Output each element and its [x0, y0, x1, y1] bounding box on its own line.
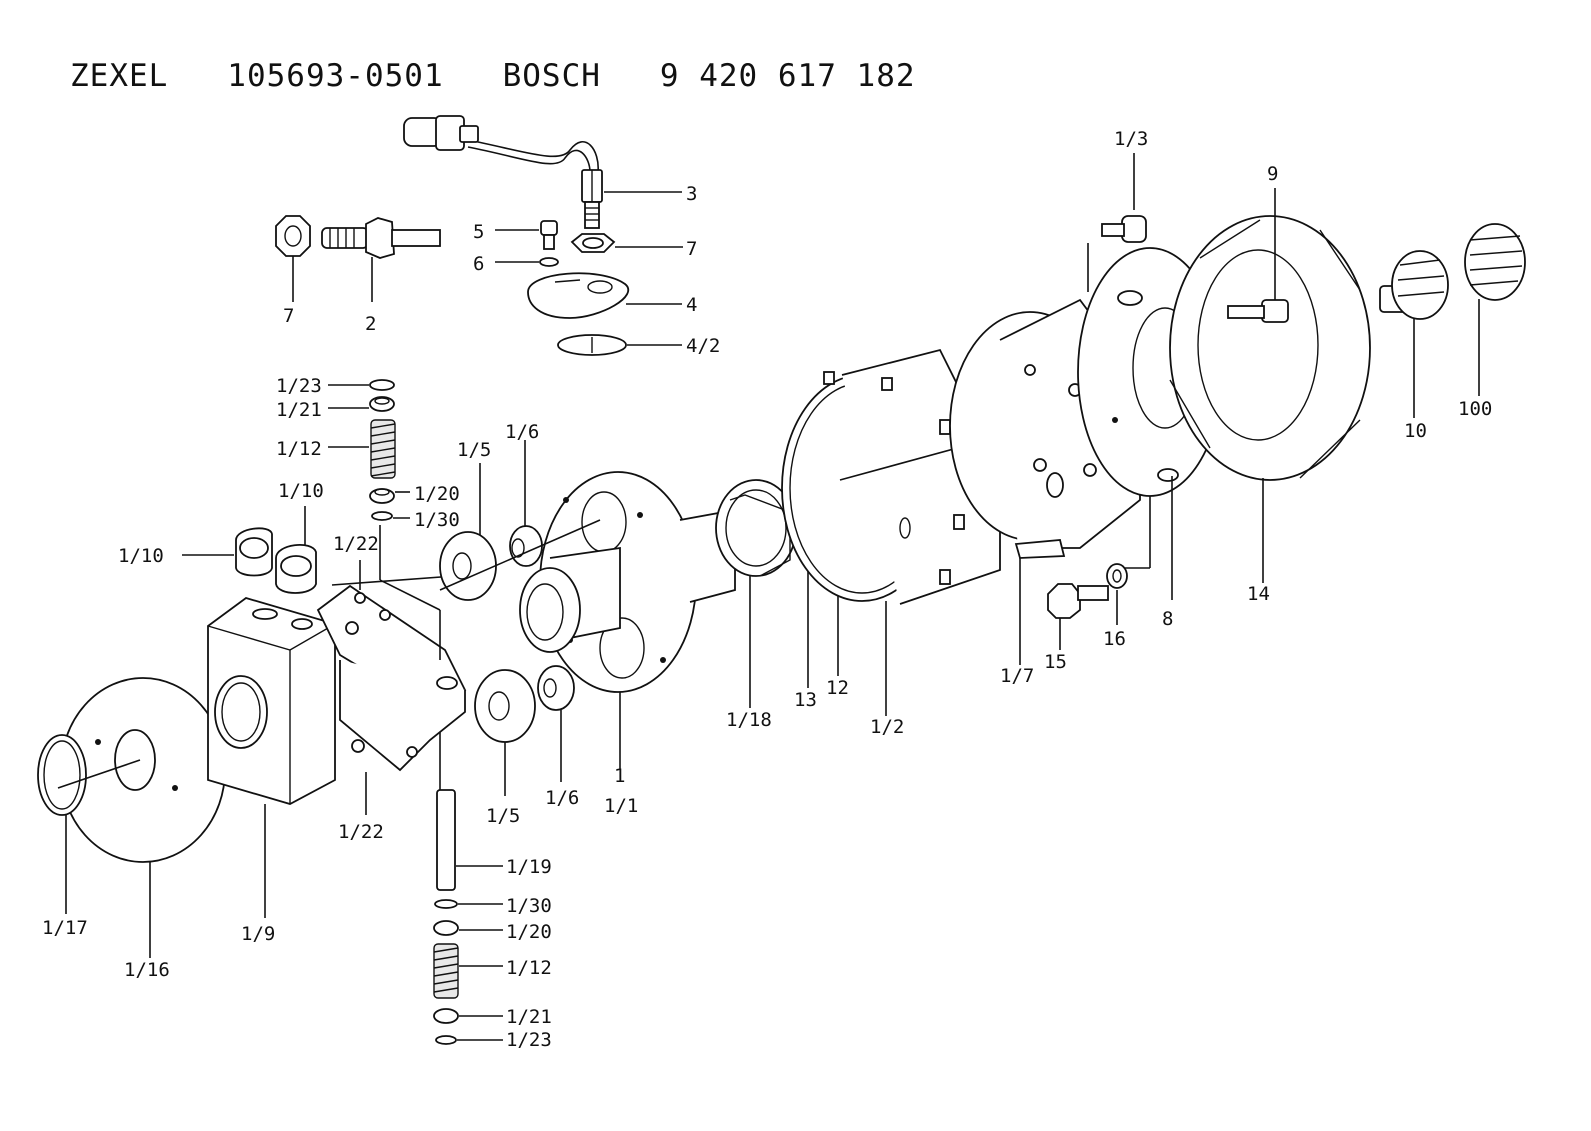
callout-labels: 3 5 6 7 4 4/2 7 2 1/23 1/21 1/12 1/20 1/… [42, 128, 1492, 1051]
part-1-3-bolt [1087, 153, 1147, 292]
callout-10: 10 [1404, 420, 1427, 442]
callout-3: 3 [686, 183, 697, 205]
part-1-5-bushing-lower [474, 669, 536, 796]
callout-1-12-top: 1/12 [276, 438, 322, 460]
part-4-2-o-ring [557, 334, 682, 356]
part-1-16-disc [60, 677, 226, 958]
callout-1-19: 1/19 [506, 856, 552, 878]
callout-1-18: 1/18 [726, 709, 772, 731]
callout-7-top: 7 [686, 238, 697, 260]
part-1-22-bracket [316, 525, 469, 815]
callout-1-23-bottom: 1/23 [506, 1029, 552, 1051]
callout-6: 6 [473, 253, 484, 275]
part-16-washer [1106, 563, 1128, 625]
callout-1-21-top: 1/21 [276, 399, 322, 421]
callout-9: 9 [1267, 163, 1278, 185]
callout-4: 4 [686, 294, 697, 316]
lower-spring-stack [433, 676, 503, 1045]
part-6-washer [495, 257, 559, 267]
callout-1-20-bottom: 1/20 [506, 921, 552, 943]
part-2-sensor [321, 217, 441, 302]
callout-1-1: 1/1 [604, 795, 638, 817]
part-3-fitting [581, 169, 682, 229]
callout-1-12-bottom: 1/12 [506, 957, 552, 979]
callout-1-21-bottom: 1/21 [506, 1006, 552, 1028]
callout-8: 8 [1162, 608, 1173, 630]
callout-15: 15 [1044, 651, 1067, 673]
callout-1-22-bottom: 1/22 [338, 821, 384, 843]
part-1-flange-hub [439, 471, 736, 770]
callout-1-5-top: 1/5 [457, 439, 491, 461]
part-7-nut-left [275, 215, 311, 302]
diagram-title: ZEXEL 105693-0501 BOSCH 9 420 617 182 [70, 58, 916, 94]
callout-7-left: 7 [283, 305, 294, 327]
part-9-stud [1227, 188, 1289, 323]
part-7-nut-top [570, 233, 683, 253]
callout-16: 16 [1103, 628, 1126, 650]
callout-1-20-top: 1/20 [414, 483, 460, 505]
callout-1-23-top: 1/23 [276, 375, 322, 397]
callout-100: 100 [1458, 398, 1492, 420]
part-1-17-snap-ring [37, 734, 141, 914]
callout-4-2: 4/2 [686, 335, 720, 357]
callout-1-10-a: 1/10 [278, 480, 324, 502]
callout-1-3: 1/3 [1114, 128, 1148, 150]
callout-1-7: 1/7 [1000, 665, 1034, 687]
part-5-screw [495, 220, 558, 250]
part-1-10-rollers [182, 506, 317, 594]
callout-1-22-top: 1/22 [333, 533, 379, 555]
part-15-bolt [1047, 583, 1109, 650]
callout-1-17: 1/17 [42, 917, 88, 939]
part-1-6-bushing-lower [537, 665, 575, 782]
part-10-plug [1379, 250, 1449, 418]
part-4-cover-plate [527, 272, 682, 319]
callout-1-10-b: 1/10 [118, 545, 164, 567]
callout-12: 12 [826, 677, 849, 699]
callout-1-30-top: 1/30 [414, 509, 460, 531]
callout-1-5-bottom: 1/5 [486, 805, 520, 827]
callout-1-2: 1/2 [870, 716, 904, 738]
callout-1: 1 [614, 765, 625, 787]
callout-14: 14 [1247, 583, 1270, 605]
callout-1-6-bottom: 1/6 [545, 787, 579, 809]
callout-1-16: 1/16 [124, 959, 170, 981]
part-1-9-housing [207, 597, 336, 918]
part-1-5-bushing-upper [439, 463, 497, 601]
sensor-cable [403, 115, 599, 173]
callout-1-30-bottom: 1/30 [506, 895, 552, 917]
part-14-gear [1169, 215, 1371, 583]
callout-1-9: 1/9 [241, 923, 275, 945]
part-100-plug [1464, 223, 1526, 396]
upper-spring-stack [328, 379, 410, 521]
callout-13: 13 [794, 689, 817, 711]
callout-2: 2 [365, 313, 376, 335]
callout-1-6-top: 1/6 [505, 421, 539, 443]
callout-5: 5 [473, 221, 484, 243]
